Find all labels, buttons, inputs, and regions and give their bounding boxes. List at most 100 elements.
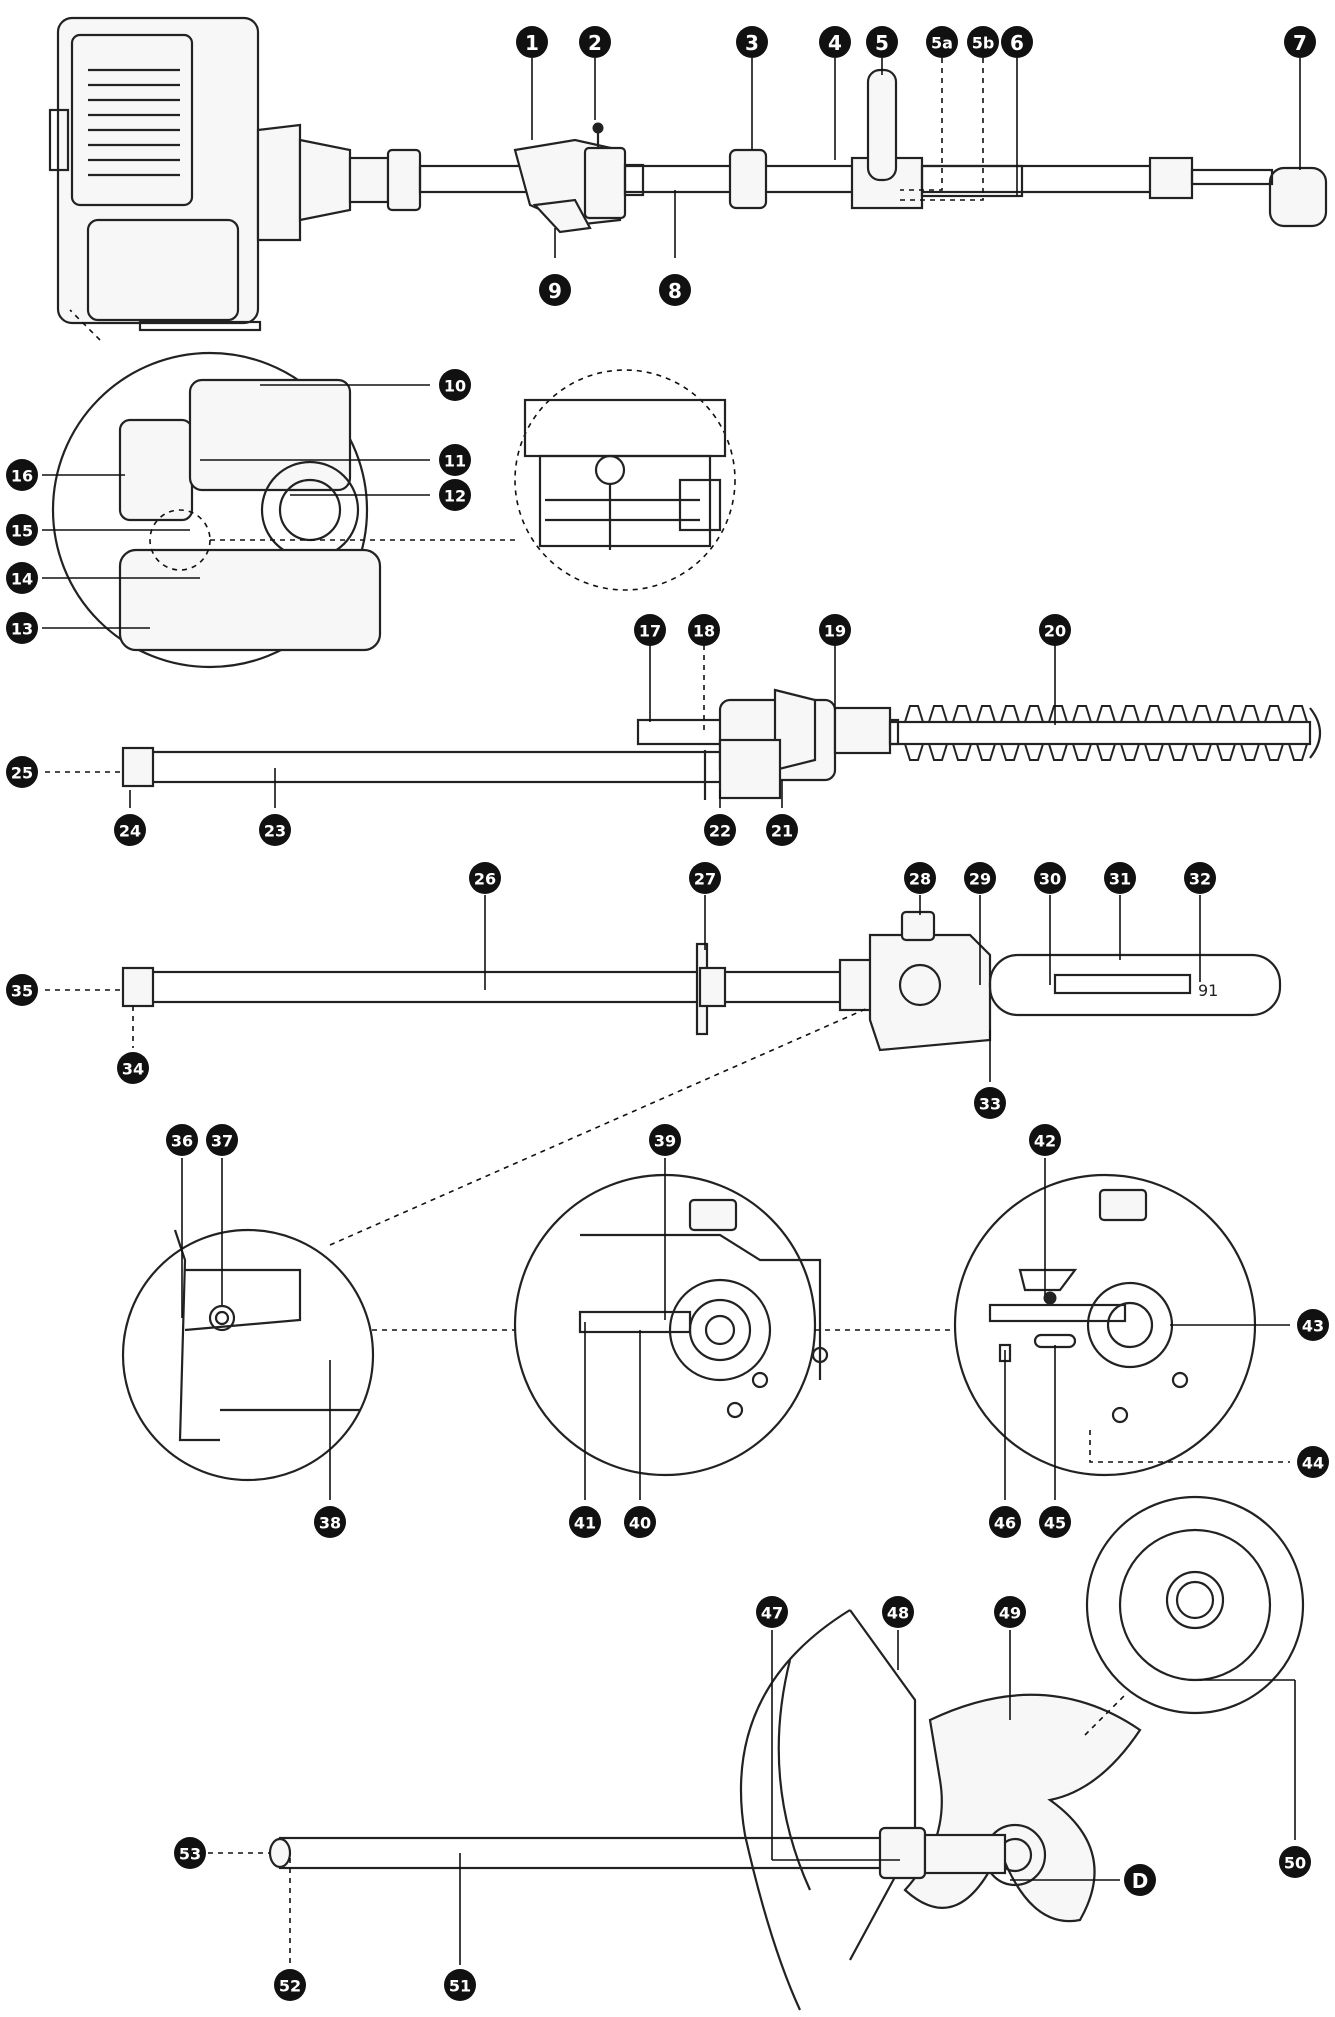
callout-badge-circle	[926, 26, 958, 58]
callout-14: 14	[6, 562, 38, 594]
callout-21: 21	[766, 814, 798, 846]
callout-badge-circle	[974, 1087, 1006, 1119]
callout-26: 26	[469, 862, 501, 894]
blade-tooth	[1192, 705, 1212, 723]
callout-badge-circle	[6, 459, 38, 491]
callout-label: 35	[11, 982, 33, 1001]
callout-label: 14	[11, 570, 33, 589]
callout-badge-circle	[1039, 614, 1071, 646]
callout-badge-circle	[6, 974, 38, 1006]
callout-3: 3	[736, 26, 768, 58]
callout-label: 2	[588, 31, 602, 55]
callout-53: 53	[174, 1837, 206, 1869]
callout-label: 5b	[972, 34, 995, 53]
callout-18: 18	[688, 614, 720, 646]
brush-cutter-attachment	[268, 1495, 1305, 2011]
callout-8: 8	[659, 274, 691, 306]
engine-detail	[51, 309, 520, 669]
callout-badge-circle	[439, 369, 471, 401]
callout-label: 18	[693, 622, 715, 641]
power-head	[48, 16, 1328, 332]
callout-label: 45	[1044, 1514, 1066, 1533]
callout-label: 22	[709, 822, 731, 841]
blade-tooth	[1000, 705, 1020, 723]
callout-badge-circle	[439, 444, 471, 476]
callout-7: 7	[1284, 26, 1316, 58]
callout-label: 16	[11, 467, 33, 486]
callout-label: 15	[11, 522, 33, 541]
callout-badge-circle	[166, 1124, 198, 1156]
callout-42: 42	[1029, 1124, 1061, 1156]
blade-tooth	[1024, 705, 1044, 723]
bar-marking: 91	[1198, 981, 1218, 1000]
callout-badge-circle	[6, 756, 38, 788]
callout-badge-circle	[539, 274, 571, 306]
callout-badge-circle	[569, 1506, 601, 1538]
callout-badge-circle	[439, 479, 471, 511]
blade-tooth	[1216, 743, 1236, 761]
callout-label: 4	[828, 31, 842, 55]
callout-badge-circle	[1184, 862, 1216, 894]
callout-46: 46	[989, 1506, 1021, 1538]
callout-41: 41	[569, 1506, 601, 1538]
blade-tooth	[1264, 743, 1284, 761]
callout-badge-circle	[6, 562, 38, 594]
callout-badge-circle	[704, 814, 736, 846]
callout-label: 43	[1302, 1317, 1324, 1336]
blade-tooth	[1240, 705, 1260, 723]
blade-tooth	[952, 705, 972, 723]
blade-tooth	[1000, 743, 1020, 761]
blade-tooth	[1048, 743, 1068, 761]
callout-6: 6	[1001, 26, 1033, 58]
callout-label: 13	[11, 620, 33, 639]
callout-5: 5	[866, 26, 898, 58]
callout-badge-circle	[6, 514, 38, 546]
callout-badge-circle	[819, 26, 851, 58]
carburettor-detail	[514, 369, 736, 591]
callout-43: 43	[1297, 1309, 1329, 1341]
callout-2: 2	[579, 26, 611, 58]
blade-tooth	[1216, 705, 1236, 723]
callout-badge-circle	[174, 1837, 206, 1869]
callout-35: 35	[6, 974, 38, 1006]
callout-badge-circle	[866, 26, 898, 58]
callout-badge-circle	[516, 26, 548, 58]
callout-badge-circle	[6, 612, 38, 644]
blade-tooth	[1240, 743, 1260, 761]
callout-51: 51	[444, 1969, 476, 2001]
callout-label: 29	[969, 870, 991, 889]
callout-label: 28	[909, 870, 931, 889]
callout-label: 32	[1189, 870, 1211, 889]
callout-38: 38	[314, 1506, 346, 1538]
callout-29: 29	[964, 862, 996, 894]
callout-label: 37	[211, 1132, 233, 1151]
callout-label: 49	[999, 1604, 1021, 1623]
callout-label: 24	[119, 822, 141, 841]
callout-badge-circle	[274, 1969, 306, 2001]
callout-30: 30	[1034, 862, 1066, 894]
callout-49: 49	[994, 1596, 1026, 1628]
callout-32: 32	[1184, 862, 1216, 894]
callout-badge-circle	[1001, 26, 1033, 58]
blade-tooth	[928, 743, 948, 761]
callout-33: 33	[974, 1087, 1006, 1119]
blade-tooth	[1288, 705, 1308, 723]
callout-label: 47	[761, 1604, 783, 1623]
callout-40: 40	[624, 1506, 656, 1538]
callout-label: 40	[629, 1514, 651, 1533]
callout-47: 47	[756, 1596, 788, 1628]
callout-9: 9	[539, 274, 571, 306]
callout-badge-circle	[579, 26, 611, 58]
callout-badge-circle	[689, 862, 721, 894]
blade-tooth	[1264, 705, 1284, 723]
blade-tooth	[1072, 705, 1092, 723]
blade-tooth	[952, 743, 972, 761]
callout-1: 1	[516, 26, 548, 58]
callout-5b: 5b	[967, 26, 999, 58]
blade-tooth	[1072, 743, 1092, 761]
callout-15: 15	[6, 514, 38, 546]
callout-badge-circle	[117, 1052, 149, 1084]
callout-label: 26	[474, 870, 496, 889]
blade-tooth	[1288, 743, 1308, 761]
